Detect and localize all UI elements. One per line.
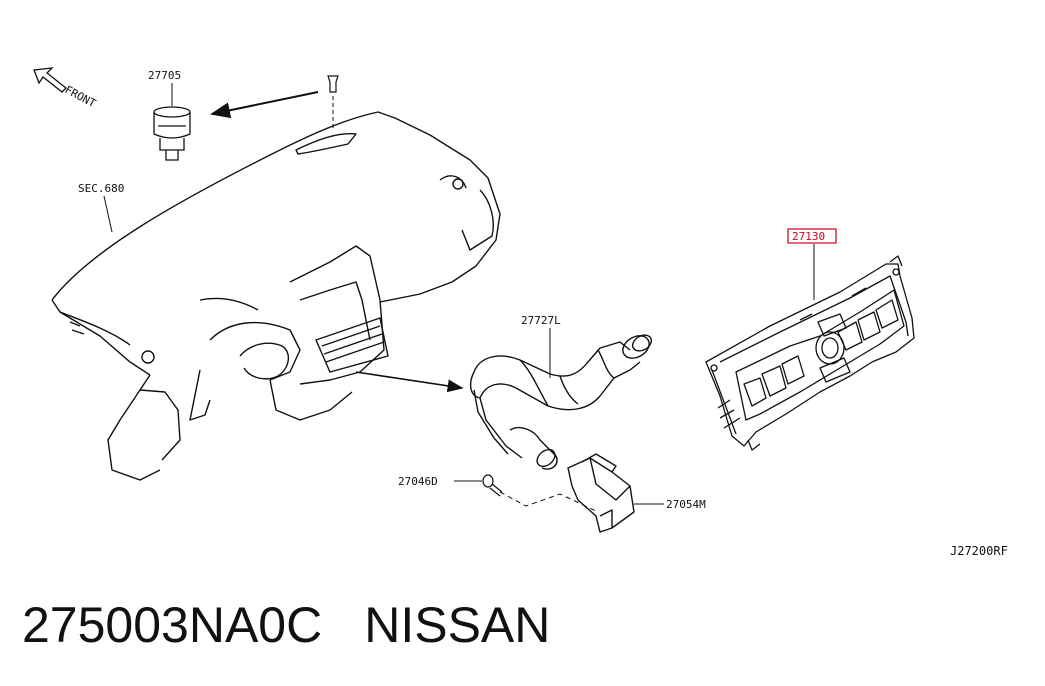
part-27130-control-panel-drawing bbox=[705, 255, 915, 451]
leader-sec-680 bbox=[103, 195, 113, 233]
parts-diagram: FRONT 27705 SEC.680 bbox=[33, 67, 1008, 558]
label-27705: 27705 bbox=[148, 69, 181, 82]
label-27046d: 27046D bbox=[398, 475, 438, 488]
part-27054m-drawing bbox=[567, 453, 635, 533]
front-arrow-icon bbox=[33, 67, 67, 93]
clip-27705-drawing bbox=[327, 75, 339, 93]
dash-screw bbox=[499, 491, 599, 513]
arrow-to-duct bbox=[355, 371, 464, 393]
label-27727l: 27727L bbox=[521, 314, 561, 327]
part-27046d-drawing bbox=[482, 474, 503, 497]
front-label: FRONT bbox=[63, 83, 99, 110]
part-27705-drawing bbox=[153, 106, 191, 161]
instrument-panel-drawing bbox=[51, 111, 501, 481]
label-sec-680: SEC.680 bbox=[78, 182, 124, 195]
caption-part-number: 275003NA0C bbox=[22, 597, 323, 653]
ref-code: J27200RF bbox=[950, 544, 1008, 558]
label-27054m: 27054M bbox=[666, 498, 706, 511]
label-27130: 27130 bbox=[792, 230, 825, 243]
arrow-to-27705 bbox=[210, 91, 319, 119]
caption: 275003NA0C NISSAN bbox=[22, 596, 550, 666]
label-27130-box bbox=[787, 228, 837, 244]
caption-brand: NISSAN bbox=[364, 597, 551, 653]
part-27727l-drawing bbox=[469, 334, 653, 470]
